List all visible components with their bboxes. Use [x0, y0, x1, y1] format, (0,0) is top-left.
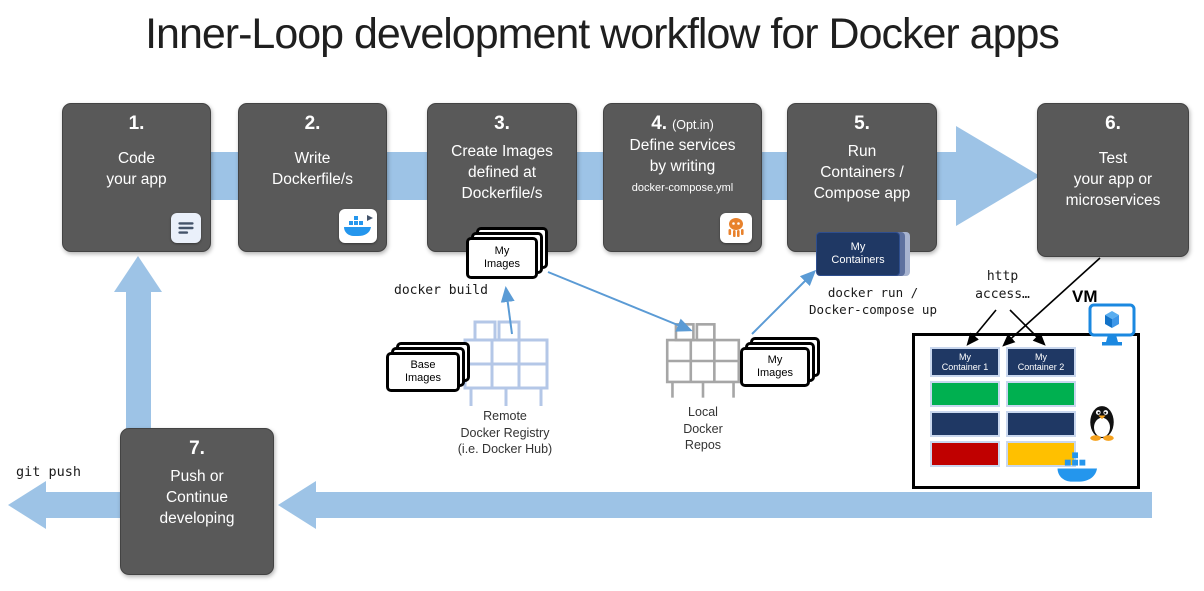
base-images-label: Base [410, 359, 436, 371]
base-images-stack: Base Images [386, 342, 470, 392]
gitpush-arrowhead-icon [8, 481, 46, 529]
step-5-number: 5. [854, 113, 870, 134]
flow-band-up [126, 292, 151, 430]
step-1-line: Code [117, 150, 156, 167]
container-cell [930, 411, 1000, 437]
step-5-box: 5. Run Containers / Compose app [787, 103, 937, 252]
step-5-line: Containers / [820, 164, 904, 181]
step-2-line: Write [294, 150, 331, 167]
http-access-label: access… [975, 287, 1030, 302]
docker-whale-icon [1052, 448, 1104, 491]
docker-compose-up-label: Docker-compose up [809, 302, 937, 317]
step-6-line: Test [1098, 150, 1128, 167]
registry-shelf-icon [450, 316, 562, 417]
container-column-2: My Container 2 [1006, 347, 1076, 467]
docker-whale-icon [339, 209, 377, 243]
my-images-local-stack: My Images [740, 337, 820, 387]
container-cell [1006, 411, 1076, 437]
container-2-header: My Container 2 [1006, 347, 1076, 377]
docker-build-label: docker build [394, 283, 488, 298]
container-cell [930, 441, 1000, 467]
step-3-line: defined at [467, 164, 537, 181]
container-cell [1006, 381, 1076, 407]
step-7-line: Continue [165, 489, 229, 506]
flow-arrowhead-left-icon [278, 481, 316, 529]
container-column-1: My Container 1 [930, 347, 1000, 467]
http-access-label: http [986, 269, 1019, 284]
step-6-line: your app or [1073, 171, 1153, 188]
step-7-box: 7. Push or Continue developing [120, 428, 274, 575]
monitor-cube-icon [1088, 303, 1136, 354]
step-4-line: by writing [649, 158, 716, 175]
flow-arrowhead-up-icon [114, 256, 162, 292]
step-1-line: your app [106, 171, 167, 188]
step-4-box: 4. (Opt.in) Define services by writing d… [603, 103, 762, 252]
step-3-line: Dockerfile/s [461, 185, 543, 202]
flow-band-gitpush [46, 492, 120, 518]
base-images-label: Images [404, 372, 442, 384]
step-3-line: Create Images [451, 143, 553, 160]
my-images-local-label: My [767, 354, 783, 366]
step-4-optin-label: (Opt.in) [672, 118, 714, 132]
flow-arrowhead-right-icon [956, 126, 1040, 226]
step-7-number: 7. [189, 438, 205, 459]
step-2-line: Dockerfile/s [272, 171, 353, 188]
step-3-number: 3. [494, 113, 510, 134]
diagram-title: Inner-Loop development workflow for Dock… [145, 10, 1060, 58]
step-5-line: Compose app [813, 185, 911, 202]
step-2-number: 2. [304, 113, 321, 134]
local-repos-shelf-icon [655, 318, 751, 409]
container-cell [930, 381, 1000, 407]
document-list-icon [171, 213, 201, 243]
remote-registry-label: Remote Docker Registry (i.e. Docker Hub) [457, 409, 553, 456]
step-3-box: 3. Create Images defined at Dockerfile/s [427, 103, 577, 252]
step-6-box: 6. Test your app or microservices [1037, 103, 1189, 257]
git-push-label: git push [16, 464, 82, 480]
step-1-box: 1. Code your app [62, 103, 211, 252]
step-5-line: Run [847, 143, 877, 160]
local-repos-label: Local Docker Repos [683, 405, 723, 452]
container-1-header: My Container 1 [930, 347, 1000, 377]
my-images-top-stack: My Images [466, 227, 548, 279]
my-containers-chip: My Containers [816, 232, 910, 276]
my-images-top-label: My [494, 245, 510, 257]
step-4-line: Define services [629, 137, 736, 154]
my-containers-label: My [850, 241, 866, 253]
my-containers-label: Containers [831, 254, 885, 266]
flow-band-return [316, 492, 1152, 518]
step-4-compose-file: docker-compose.yml [631, 182, 734, 194]
my-images-local-label: Images [756, 367, 794, 379]
step-6-number: 6. [1105, 113, 1121, 134]
step-7-line: Push or [170, 468, 224, 485]
step-7-line: developing [159, 510, 235, 527]
linux-tux-icon [1086, 400, 1118, 447]
step-1-number: 1. [128, 113, 145, 134]
my-images-top-label: Images [483, 258, 521, 270]
step-4-number: 4. [651, 113, 668, 134]
step-2-box: 2. Write Dockerfile/s [238, 103, 387, 252]
step-6-line: microservices [1065, 192, 1161, 209]
docker-run-label: docker run / [827, 285, 919, 300]
docker-compose-icon [720, 213, 752, 243]
